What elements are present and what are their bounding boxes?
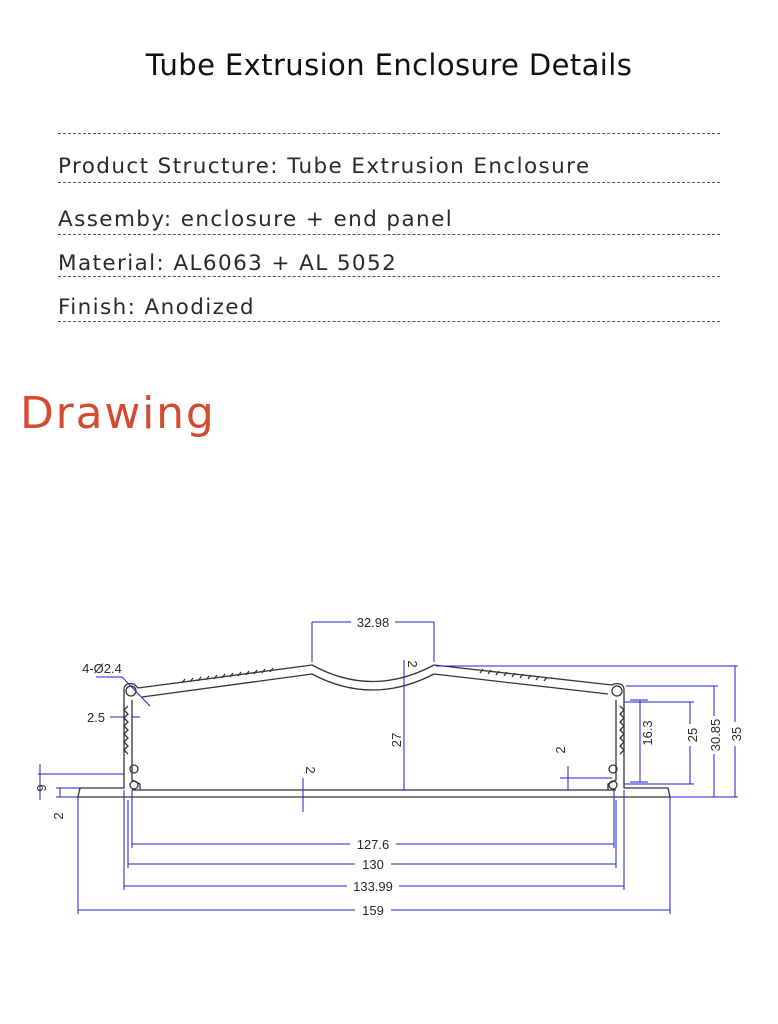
divider xyxy=(58,133,720,134)
spec-value: Anodized xyxy=(144,295,255,320)
spec-label: Assemby xyxy=(58,207,164,232)
page-title: Tube Extrusion Enclosure Details xyxy=(145,48,633,82)
dim-flange-height: 6 xyxy=(34,784,49,791)
dim-wall-left: 2 xyxy=(303,766,318,773)
spec-value: enclosure + end panel xyxy=(180,207,454,232)
dim-height-30-85: 30.85 xyxy=(708,719,723,752)
spec-finish: Finish: Anodized xyxy=(58,295,255,320)
dimension-labels: 32.98 4-Ø2.4 2.5 2 27 2 2 6 2 16.3 25 30… xyxy=(34,614,744,918)
dim-hole-callout: 4-Ø2.4 xyxy=(82,661,122,676)
dim-slot-height: 16.3 xyxy=(640,720,655,745)
dim-overall-width: 159 xyxy=(362,903,384,918)
dim-overall-height: 35 xyxy=(729,727,744,741)
drawing-heading: Drawing xyxy=(20,388,216,439)
spec-label: Material xyxy=(58,251,157,276)
spec-product-structure: Product Structure: Tube Extrusion Enclos… xyxy=(58,154,591,179)
divider xyxy=(58,321,720,322)
dim-width-127-6: 127.6 xyxy=(357,837,390,852)
spec-assembly: Assemby: enclosure + end panel xyxy=(58,207,454,232)
dim-wall-right: 2 xyxy=(553,746,568,753)
spec-material: Material: AL6063 + AL 5052 xyxy=(58,251,398,276)
dim-width-133-99: 133.99 xyxy=(353,879,393,894)
dim-top-recess-depth: 2 xyxy=(405,660,420,667)
dimension-lines xyxy=(38,621,738,914)
dim-height-25: 25 xyxy=(685,728,700,742)
spec-label: Product Structure xyxy=(58,154,271,179)
spec-value: AL6063 + AL 5052 xyxy=(173,251,398,276)
dim-flange-thickness: 2 xyxy=(51,812,66,819)
spec-label: Finish xyxy=(58,295,128,320)
dim-groove-offset: 2.5 xyxy=(87,710,105,725)
enclosure-profile xyxy=(77,664,671,798)
spec-value: Tube Extrusion Enclosure xyxy=(287,154,591,179)
divider xyxy=(58,234,720,235)
dim-inner-height: 27 xyxy=(389,733,404,747)
divider xyxy=(58,182,720,183)
dim-width-130: 130 xyxy=(362,857,384,872)
divider xyxy=(58,276,720,277)
dim-top-recess-width: 32.98 xyxy=(357,615,390,630)
